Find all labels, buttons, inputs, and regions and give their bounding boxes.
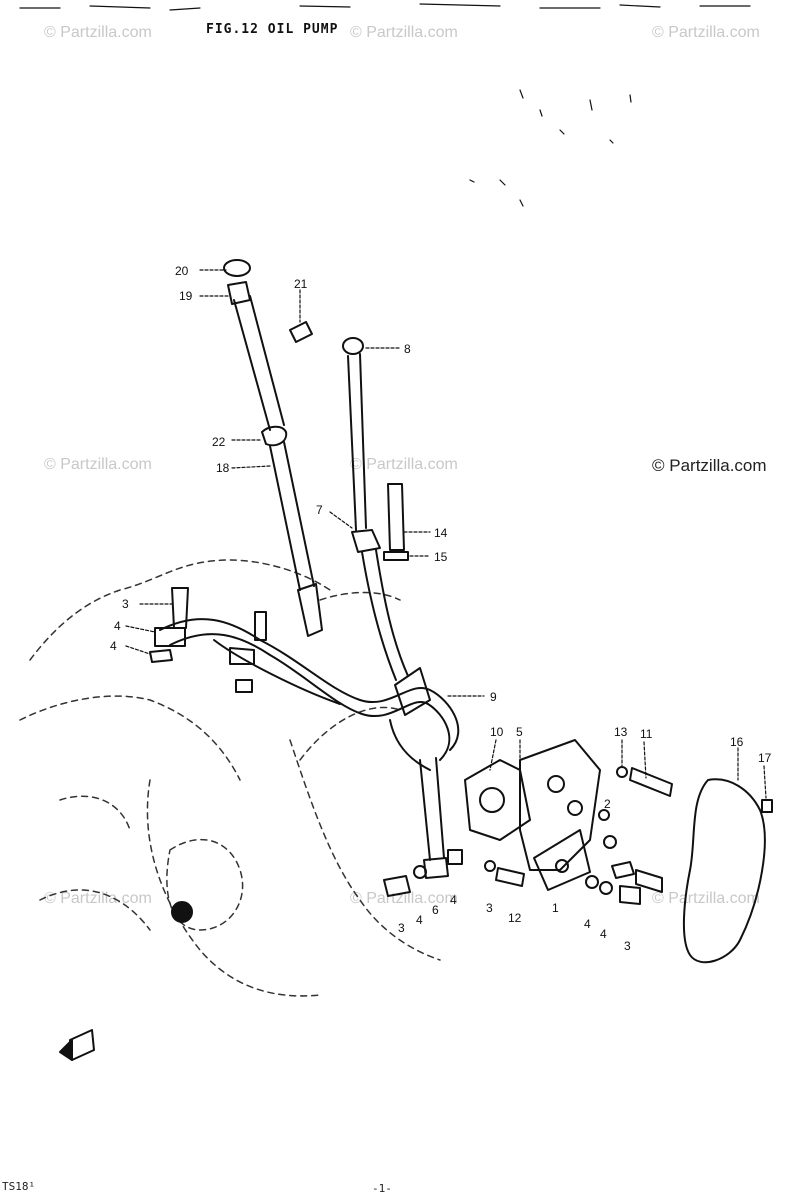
callout: 4 [584, 917, 591, 931]
watermark: © Partzilla.com [44, 24, 152, 41]
callout: 10 [490, 725, 504, 739]
callout: 3 [486, 901, 493, 915]
callout: 4 [114, 619, 121, 633]
callout: 4 [600, 927, 607, 941]
callout: 2 [604, 797, 611, 811]
oil-pipes-9 [159, 618, 460, 771]
watermark-dark: © Partzilla.com [652, 456, 767, 475]
callout: 16 [730, 735, 744, 749]
bolt-14 [383, 483, 409, 561]
callout: 3 [398, 921, 405, 935]
watermark: © Partzilla.com [652, 890, 760, 907]
callout: 14 [434, 526, 448, 540]
watermark: © Partzilla.com [350, 24, 458, 41]
pump-cover [682, 778, 773, 964]
callout: 3 [624, 939, 631, 953]
watermark: © Partzilla.com [44, 890, 152, 907]
watermark: © Partzilla.com [350, 456, 458, 473]
watermark: © Partzilla.com [652, 24, 760, 41]
callout: 8 [404, 342, 411, 356]
watermark: © Partzilla.com [350, 890, 458, 907]
pipe-6 [419, 757, 463, 879]
oil-pump-body [464, 739, 601, 891]
left-banjo-bolts [149, 587, 267, 693]
watermark: © Partzilla.com [44, 456, 152, 473]
callout: 11 [640, 727, 653, 741]
callout-labels: 20 19 21 8 22 18 7 14 15 3 4 4 9 10 5 13… [110, 264, 772, 953]
callout: 9 [490, 690, 497, 704]
callout: 4 [416, 913, 423, 927]
callout: 22 [212, 435, 226, 449]
filler-tube [223, 259, 323, 637]
leader-lines [125, 269, 767, 799]
callout: 13 [614, 725, 628, 739]
front-arrow [59, 1029, 95, 1061]
callout: 18 [216, 461, 230, 475]
callout: 1 [552, 901, 559, 915]
bolt-21 [289, 321, 313, 343]
callout: 4 [110, 639, 117, 653]
page-number: -1- [372, 1182, 392, 1195]
callout: 17 [758, 751, 772, 765]
page-code: TS18¹ [2, 1180, 36, 1193]
pump-hardware [383, 766, 673, 905]
callout: 5 [516, 725, 523, 739]
callout: 20 [175, 264, 189, 278]
callout: 12 [508, 911, 522, 925]
callout: 4 [450, 893, 457, 907]
figure-title: FIG.12 OIL PUMP [206, 22, 339, 37]
callout: 15 [434, 550, 448, 564]
callout: 21 [294, 277, 308, 291]
engine-case [19, 559, 441, 997]
oil-pipe-vertical [342, 337, 409, 681]
scan-noise [19, 3, 751, 207]
callout: 19 [179, 289, 193, 303]
callout: 6 [432, 903, 439, 917]
callout: 7 [316, 503, 323, 517]
callout: 3 [122, 597, 129, 611]
